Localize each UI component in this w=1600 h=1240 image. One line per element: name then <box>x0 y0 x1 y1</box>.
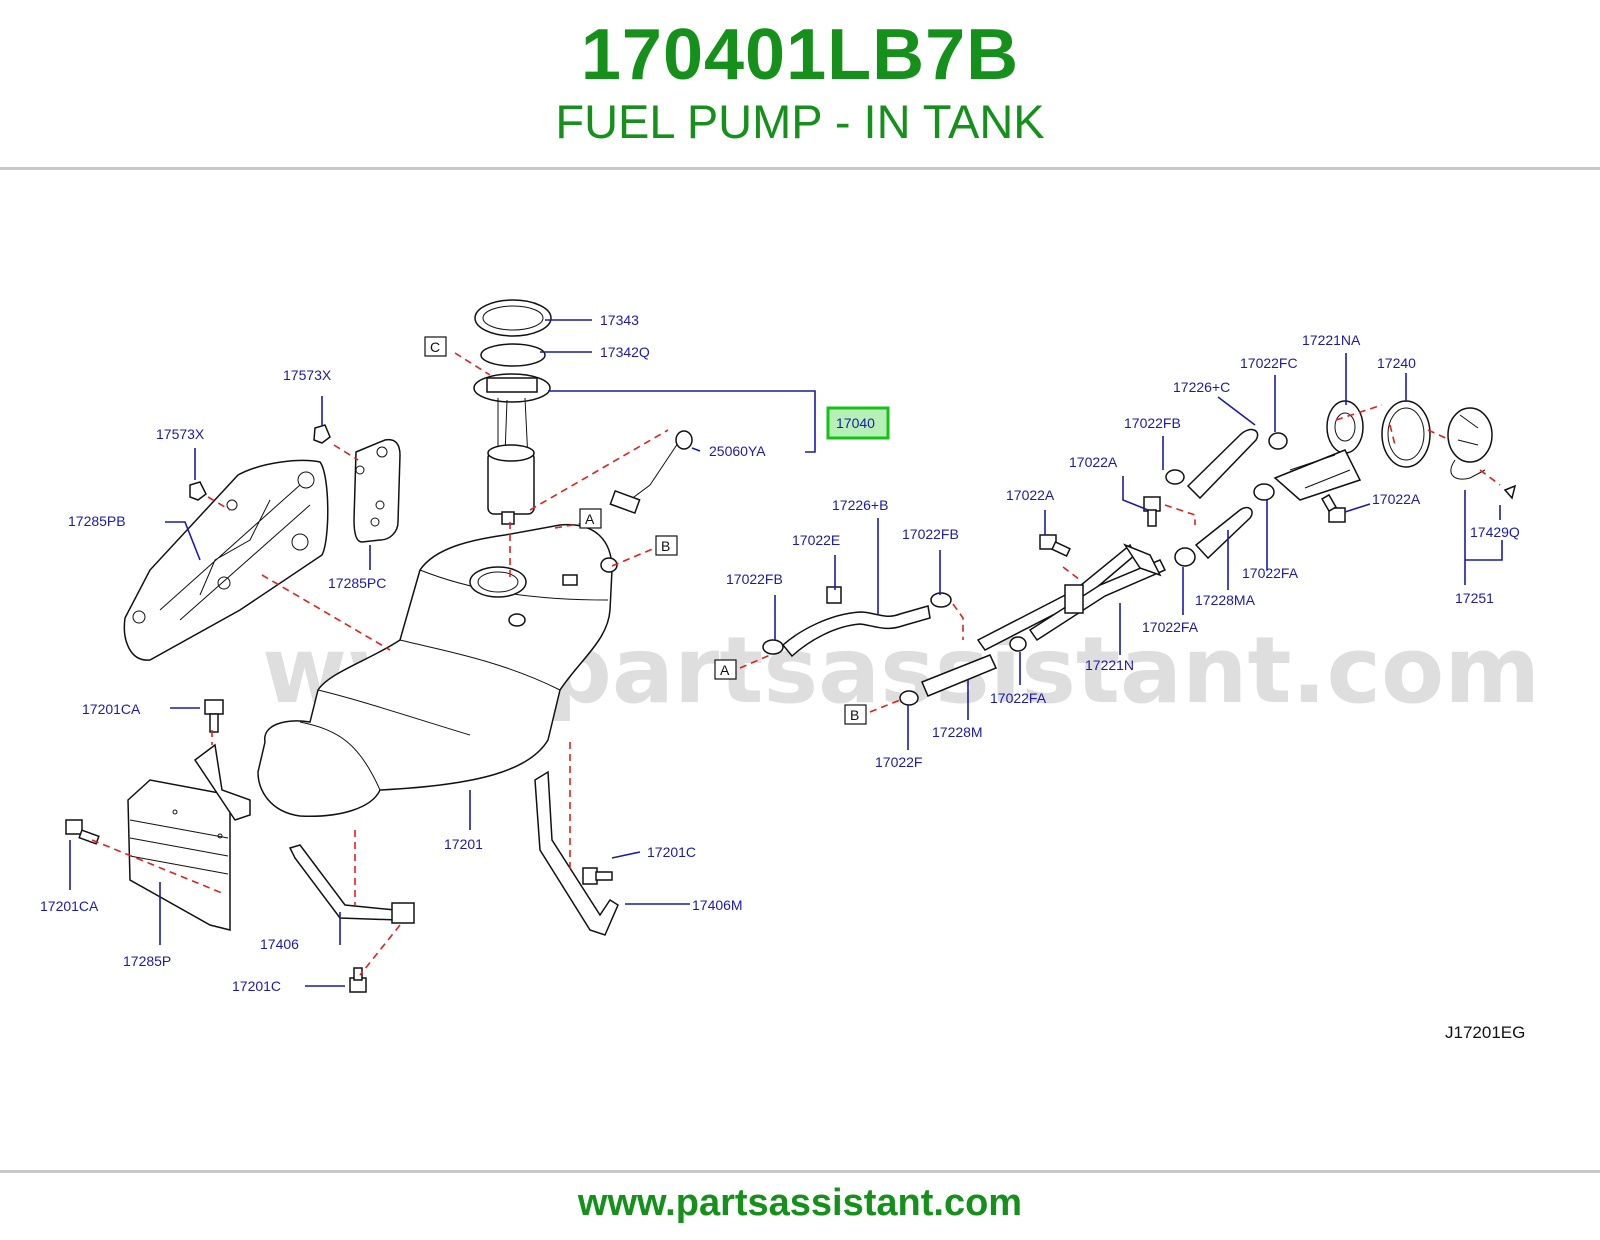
clamp-17022FA-c[interactable] <box>1009 636 1027 652</box>
clamp-17022FA-b[interactable] <box>1174 547 1196 567</box>
callout-17201CA-lower: 17201CA <box>40 898 99 914</box>
callout-17429Q: 17429Q <box>1470 524 1520 540</box>
callout-17022FC: 17022FC <box>1240 355 1298 371</box>
callout-17201: 17201 <box>444 836 483 852</box>
svg-text:B: B <box>850 707 859 723</box>
callout-17228MA: 17228MA <box>1195 592 1256 608</box>
callout-17022FB-a: 17022FB <box>726 571 783 587</box>
clamp-17022FA-a[interactable] <box>1253 483 1275 501</box>
callout-17342Q: 17342Q <box>600 344 650 360</box>
callout-17022FB-b: 17022FB <box>902 526 959 542</box>
gasket-17240[interactable] <box>1381 400 1431 468</box>
callout-17285P: 17285P <box>123 953 171 969</box>
callout-labels: 17343 17342Q 25060YA 17573X 17573X 17285… <box>40 312 1520 994</box>
ref-box-b-hose: B <box>844 704 867 725</box>
callout-25060YA: 25060YA <box>709 443 766 459</box>
callout-17022FA-b: 17022FA <box>1142 619 1199 635</box>
bracket-17285PC[interactable] <box>353 438 401 543</box>
callout-17022FA-c: 17022FA <box>990 690 1047 706</box>
callout-17251: 17251 <box>1455 590 1494 606</box>
callout-17022FA-a: 17022FA <box>1242 565 1299 581</box>
clip-17573X-lower[interactable] <box>189 481 207 501</box>
clamp-17022FB-b[interactable] <box>930 592 952 608</box>
bolt-17022A-b[interactable] <box>1143 496 1161 527</box>
svg-text:17040: 17040 <box>836 415 875 431</box>
callout-17573X-lower: 17573X <box>156 426 205 442</box>
clamp-17022FB-c[interactable] <box>1165 469 1185 485</box>
callout-17221NA: 17221NA <box>1302 332 1361 348</box>
strap-17406M[interactable] <box>534 770 619 936</box>
strap-17406[interactable] <box>288 844 415 924</box>
callout-17221N: 17221N <box>1085 657 1134 673</box>
footer-divider <box>0 1170 1600 1173</box>
fuel-level-sender-25060YA[interactable] <box>609 430 693 514</box>
fuel-pump-module-17040[interactable] <box>473 299 552 525</box>
callout-17406: 17406 <box>260 936 299 952</box>
ref-box-c: C <box>424 336 447 357</box>
highlighted-part-17040[interactable]: 17040 <box>826 406 890 440</box>
callout-17022E: 17022E <box>792 532 840 548</box>
svg-text:B: B <box>661 538 670 554</box>
fuel-cap-17251[interactable] <box>1447 407 1493 480</box>
leader-lines <box>69 319 1503 987</box>
bolt-17201C-lower[interactable] <box>349 967 367 993</box>
svg-text:A: A <box>720 662 730 678</box>
footer-site-link[interactable]: www.partsassistant.com <box>577 1182 1023 1224</box>
callout-17201C-lower: 17201C <box>232 978 281 994</box>
callout-17228M: 17228M <box>932 724 983 740</box>
part-number-title: 170401LB7B <box>580 15 1020 95</box>
clamp-17022F[interactable] <box>899 690 919 706</box>
svg-text:A: A <box>585 511 595 527</box>
callout-17240: 17240 <box>1377 355 1416 371</box>
bolt-17022A-c[interactable] <box>1321 493 1346 523</box>
part-name-subtitle: FUEL PUMP - IN TANK <box>555 95 1045 148</box>
bolt-17201CA-lower[interactable] <box>65 819 100 845</box>
header-divider <box>0 167 1600 170</box>
ref-box-a-hose: A <box>714 659 737 680</box>
hose-17226B[interactable] <box>781 605 931 658</box>
hose-17228MA[interactable] <box>1194 506 1253 560</box>
heat-shield-17285PB[interactable] <box>123 459 329 661</box>
svg-text:C: C <box>430 339 440 355</box>
callout-17201CA-upper: 17201CA <box>82 701 141 717</box>
clip-17573X-upper[interactable] <box>313 424 331 444</box>
bolt-17022A-a[interactable] <box>1039 534 1071 558</box>
callout-17343: 17343 <box>600 312 639 328</box>
callout-17022F: 17022F <box>875 754 922 770</box>
hose-17226C[interactable] <box>1186 428 1259 500</box>
callout-17022FB-c: 17022FB <box>1124 415 1181 431</box>
callout-17022A-b: 17022A <box>1069 454 1118 470</box>
callout-17022A-a: 17022A <box>1006 487 1055 503</box>
clamp-17022FB-a[interactable] <box>762 639 784 655</box>
callout-17406M: 17406M <box>692 897 743 913</box>
bolt-17201C-strap[interactable] <box>582 867 613 885</box>
callout-17226C: 17226+C <box>1173 379 1230 395</box>
bolt-17201CA-upper[interactable] <box>204 699 224 733</box>
callout-17285PC: 17285PC <box>328 575 386 591</box>
hose-17228M[interactable] <box>921 654 998 697</box>
ref-box-b-tank: B <box>655 535 678 556</box>
page-header: 170401LB7B FUEL PUMP - IN TANK <box>0 0 1600 170</box>
shield-17285P[interactable] <box>127 743 251 931</box>
diagram-code: J17201EG <box>1445 1023 1525 1042</box>
clamp-17022FC[interactable] <box>1268 432 1288 450</box>
tether-17429Q[interactable] <box>1503 484 1517 500</box>
callout-17285PB: 17285PB <box>68 513 126 529</box>
callout-17226B: 17226+B <box>832 497 888 513</box>
clip-17022E[interactable] <box>826 586 842 604</box>
callout-17201C-strap: 17201C <box>647 844 696 860</box>
callout-17573X-upper: 17573X <box>283 367 332 383</box>
fuel-tank-17201[interactable] <box>257 523 618 817</box>
filler-tube-17221N[interactable] <box>976 543 1167 651</box>
ref-box-a-tank: A <box>579 508 602 529</box>
callout-17022A-c: 17022A <box>1372 491 1421 507</box>
